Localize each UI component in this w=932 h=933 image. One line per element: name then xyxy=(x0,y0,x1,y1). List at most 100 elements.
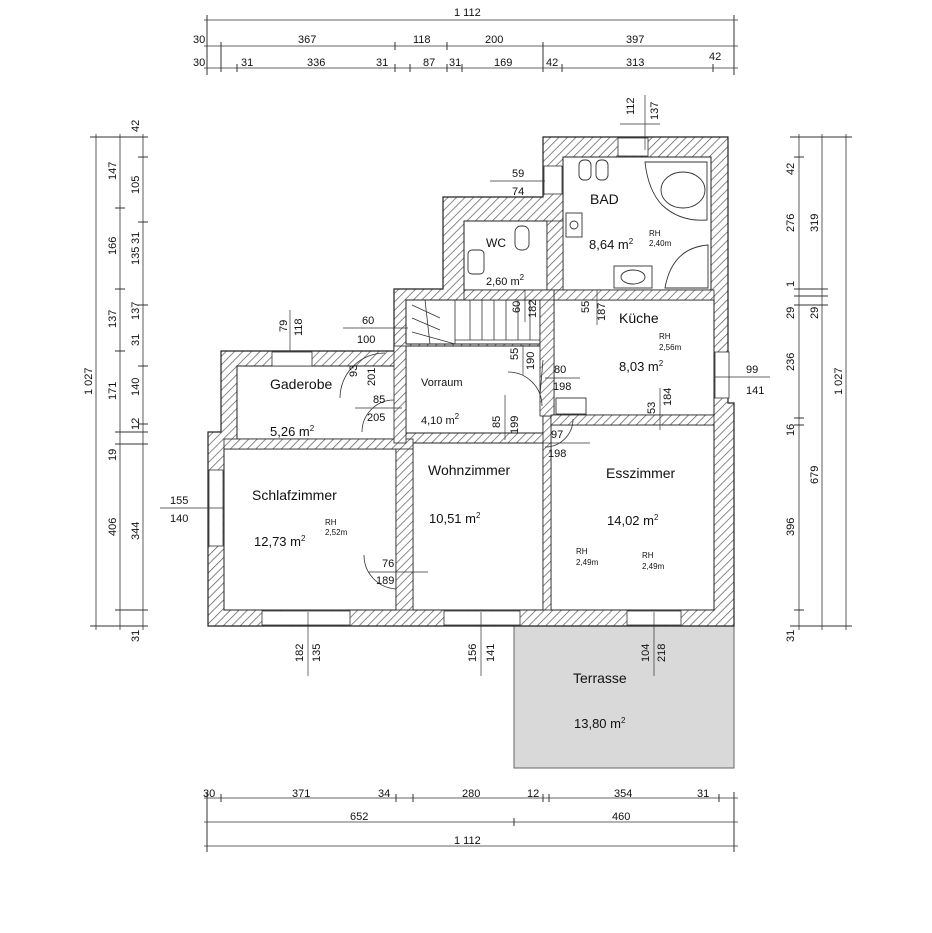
kueche-height: 2,56m xyxy=(659,343,682,352)
gaderobe-window xyxy=(271,351,313,367)
svg-text:205: 205 xyxy=(367,412,385,424)
esszimmer-height: 2,49m xyxy=(576,558,599,567)
svg-text:85: 85 xyxy=(491,416,503,428)
svg-text:141: 141 xyxy=(746,385,764,397)
bad-height: 2,40m xyxy=(649,239,672,248)
svg-text:140: 140 xyxy=(170,513,188,525)
svg-text:313: 313 xyxy=(626,57,644,69)
svg-text:118: 118 xyxy=(413,34,431,46)
wc-washbasin xyxy=(467,249,485,275)
gaderobe-area: 5,26 m2 xyxy=(270,424,315,439)
bad-toilet xyxy=(578,159,592,181)
bad-rh: RH xyxy=(649,229,661,238)
svg-text:397: 397 xyxy=(626,34,644,46)
svg-text:55: 55 xyxy=(580,301,592,313)
svg-text:53: 53 xyxy=(646,402,658,414)
kueche-floor xyxy=(553,299,715,416)
left-dimension-chains: 1 027 147 166 137 171 19 406 31 42 105 3… xyxy=(83,120,148,642)
svg-text:42: 42 xyxy=(709,51,721,63)
svg-text:16: 16 xyxy=(785,424,797,436)
svg-text:198: 198 xyxy=(553,381,571,393)
svg-text:1: 1 xyxy=(785,281,797,287)
room-labels: BAD 8,64 m2 RH 2,40m WC 2,60 m2 Küche 8,… xyxy=(252,191,682,731)
svg-text:187: 187 xyxy=(596,303,608,321)
svg-text:12: 12 xyxy=(527,788,539,800)
staircase xyxy=(411,299,540,345)
schlafzimmer-height: 2,52m xyxy=(325,528,348,537)
vorraum-label: Vorraum xyxy=(421,377,463,389)
svg-text:199: 199 xyxy=(509,416,521,434)
bathtub-basin xyxy=(660,171,706,209)
svg-text:1 112: 1 112 xyxy=(454,835,481,847)
esszimmer-floor xyxy=(550,424,715,611)
schlafzimmer-bottom-window xyxy=(261,610,351,626)
svg-text:140: 140 xyxy=(130,378,142,396)
svg-text:97: 97 xyxy=(551,429,563,441)
svg-text:60: 60 xyxy=(511,301,523,313)
svg-text:31: 31 xyxy=(130,630,142,642)
svg-text:319: 319 xyxy=(809,214,821,232)
svg-text:42: 42 xyxy=(546,57,558,69)
svg-text:93: 93 xyxy=(348,365,360,377)
svg-text:276: 276 xyxy=(785,214,797,232)
svg-text:189: 189 xyxy=(376,575,394,587)
svg-text:1 027: 1 027 xyxy=(83,367,95,395)
kueche-label: Küche xyxy=(619,310,659,326)
svg-text:182: 182 xyxy=(527,300,539,318)
opening-dimensions: 112 137 59 74 60 100 79 118 93 201 85 20… xyxy=(160,95,770,676)
svg-text:141: 141 xyxy=(485,644,497,662)
svg-text:74: 74 xyxy=(512,186,524,198)
svg-text:31: 31 xyxy=(130,232,142,244)
wohnzimmer-bottom-window xyxy=(443,610,521,626)
svg-text:31: 31 xyxy=(376,57,388,69)
wohnzimmer-floor xyxy=(412,442,544,611)
esszimmer-rh: RH xyxy=(576,547,588,556)
svg-text:218: 218 xyxy=(656,644,668,662)
schlafzimmer-rh: RH xyxy=(325,518,337,527)
esszimmer-area: 14,02 m2 xyxy=(607,513,659,528)
svg-text:137: 137 xyxy=(130,302,142,320)
svg-text:1 027: 1 027 xyxy=(833,367,845,395)
door-swings xyxy=(339,352,574,590)
fixtures xyxy=(467,159,709,415)
svg-text:236: 236 xyxy=(785,353,797,371)
bottom-dimension-chains: 30 371 34 280 12 354 31 652 460 1 112 xyxy=(203,788,738,852)
kueche-sink xyxy=(555,397,587,415)
svg-text:104: 104 xyxy=(640,644,652,662)
svg-text:99: 99 xyxy=(746,364,758,376)
esszimmer-height-2: 2,49m xyxy=(642,562,665,571)
vorraum-area: 4,10 m2 xyxy=(421,412,460,427)
svg-text:19: 19 xyxy=(107,449,119,461)
svg-text:169: 169 xyxy=(494,57,512,69)
svg-text:201: 201 xyxy=(366,368,378,386)
svg-text:182: 182 xyxy=(294,644,306,662)
svg-text:200: 200 xyxy=(485,34,503,46)
svg-text:137: 137 xyxy=(649,102,661,120)
bad-side-window xyxy=(543,165,563,195)
top-dimension-chains: 1 112 30 367 118 200 397 30 31 336 31 87… xyxy=(193,7,738,75)
svg-text:30: 30 xyxy=(203,788,215,800)
svg-text:137: 137 xyxy=(107,310,119,328)
svg-text:166: 166 xyxy=(107,237,119,255)
right-dimension-chains: 42 276 1 29 236 16 396 31 319 29 679 1 0… xyxy=(785,134,852,642)
svg-text:59: 59 xyxy=(512,168,524,180)
svg-text:31: 31 xyxy=(697,788,709,800)
svg-text:396: 396 xyxy=(785,518,797,536)
terrasse-area-value: 13,80 m2 xyxy=(574,716,626,731)
wc-toilet xyxy=(514,225,530,251)
bad-window xyxy=(617,137,649,157)
gaderobe-floor xyxy=(236,365,396,440)
wohnzimmer-area: 10,51 m2 xyxy=(429,511,481,526)
svg-text:31: 31 xyxy=(785,630,797,642)
svg-text:105: 105 xyxy=(130,176,142,194)
bad-area: 8,64 m2 xyxy=(589,237,634,252)
svg-text:190: 190 xyxy=(525,352,537,370)
svg-text:1 112: 1 112 xyxy=(454,7,481,19)
svg-text:135: 135 xyxy=(311,644,323,662)
svg-text:406: 406 xyxy=(107,518,119,536)
svg-text:80: 80 xyxy=(554,364,566,376)
svg-text:34: 34 xyxy=(378,788,390,800)
svg-text:55: 55 xyxy=(509,348,521,360)
schlafzimmer-label: Schlafzimmer xyxy=(252,487,337,503)
svg-text:198: 198 xyxy=(548,448,566,460)
